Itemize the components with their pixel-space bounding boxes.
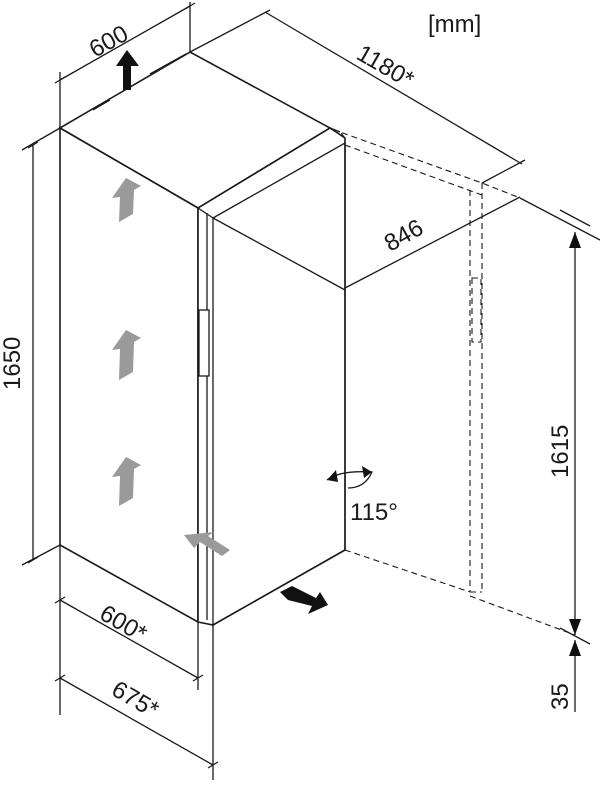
airflow-arrow-bottom <box>184 532 230 556</box>
open-door-outline <box>338 130 576 636</box>
dim-depth-label: 1180* <box>352 40 418 94</box>
airflow-arrow-middle <box>112 330 141 380</box>
dim-height <box>21 127 61 566</box>
dim-gap-label: 35 <box>547 683 574 710</box>
door-angle-label: 115° <box>350 499 398 526</box>
dim-door-clearance <box>212 196 600 291</box>
dim-gap <box>559 627 591 712</box>
unit-label: [mm] <box>428 11 481 38</box>
air-intake-arrow-front <box>280 586 328 614</box>
door-swing-indicator <box>326 466 373 489</box>
dim-depth-door-open <box>189 9 526 184</box>
dim-clearance-label: 846 <box>380 214 428 257</box>
dim-top-width <box>54 2 196 128</box>
dim-total-width-label: 675* <box>107 676 163 724</box>
dim-opening-height <box>559 209 591 635</box>
air-exhaust-arrow-top <box>116 50 139 90</box>
dim-total-width <box>54 625 219 780</box>
door-handle <box>198 309 210 377</box>
dim-bottom-width <box>54 545 204 715</box>
appliance-body <box>58 51 346 627</box>
airflow-arrow-lower <box>112 457 141 506</box>
airflow-arrow-upper <box>112 178 141 222</box>
dim-bottom-width-label: 600* <box>95 600 151 648</box>
dim-height-label: 1650 <box>0 337 26 390</box>
dim-opening-height-label: 1615 <box>547 425 574 478</box>
